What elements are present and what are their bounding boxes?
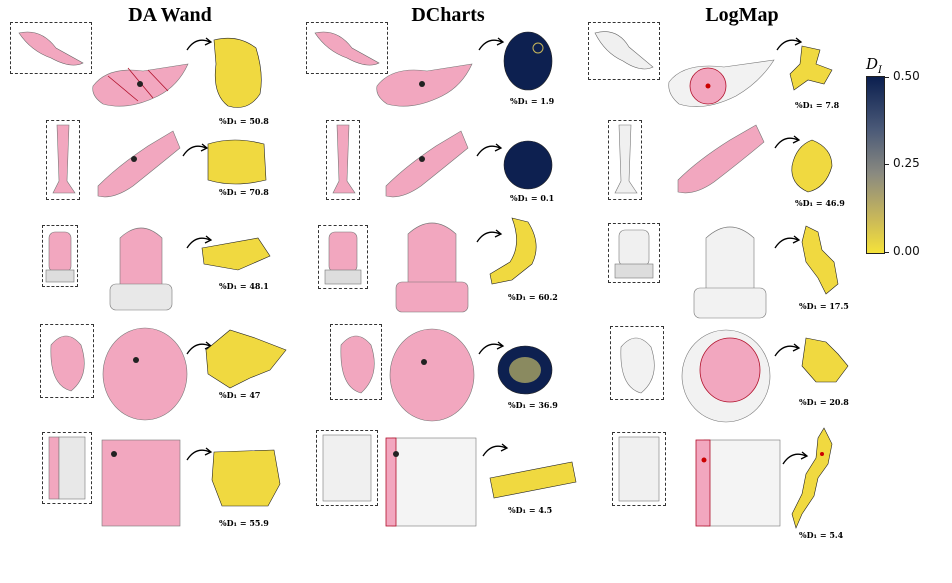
logmap-row4-label: %D₁ = 20.8 — [799, 397, 849, 407]
dcharts-row3-arrow — [476, 229, 503, 243]
logmap-row1-mesh — [668, 59, 775, 107]
logmap-row4-param — [801, 337, 849, 383]
dawand-row2-param — [207, 139, 267, 185]
dawand-row4-mesh — [102, 327, 188, 421]
dcharts-row1-arrow — [478, 37, 505, 51]
dcharts-row4-inset — [330, 324, 382, 400]
logmap-row5-inset — [612, 432, 666, 506]
dawand-row3-inset — [42, 225, 78, 287]
logmap-row1-arrow — [776, 37, 803, 51]
dawand-row1-arrow — [186, 37, 213, 51]
logmap-row2-label: %D₁ = 46.9 — [795, 198, 845, 208]
colorbar-tick-mid — [884, 164, 889, 165]
logmap-row3-arrow — [774, 235, 801, 249]
dcharts-row5-arrow — [482, 443, 509, 457]
dcharts-row5-inset — [316, 430, 378, 506]
colorbar-title: DI — [866, 55, 882, 76]
colorbar-label-bottom: 0.00 — [893, 244, 920, 258]
dawand-row4-param — [205, 329, 287, 389]
dcharts-row1-param — [503, 31, 553, 91]
dcharts-row1-mesh — [376, 63, 473, 107]
dcharts-row4-arrow — [478, 341, 505, 355]
dawand-row1-mesh — [92, 63, 189, 107]
dcharts-row3-mesh — [395, 222, 469, 313]
dawand-row2-label: %D₁ = 70.8 — [219, 187, 269, 197]
logmap-row5-mesh — [695, 439, 781, 527]
dawand-row1-label: %D₁ = 50.8 — [219, 116, 269, 126]
dawand-row2-arrow — [182, 143, 209, 157]
dcharts-row1-label: %D₁ = 1.9 — [510, 96, 555, 106]
colorbar-label-mid: 0.25 — [893, 156, 920, 170]
logmap-row3-param — [801, 225, 839, 295]
logmap-row1-inset — [588, 22, 660, 80]
logmap-row1-label: %D₁ = 7.8 — [795, 100, 840, 110]
dawand-row1-inset-shape — [18, 31, 84, 66]
dawand-row5-mesh — [101, 439, 181, 527]
dcharts-row5-label: %D₁ = 4.5 — [508, 505, 553, 515]
dawand-row5-label: %D₁ = 55.9 — [219, 518, 269, 528]
dawand-row1-inset — [10, 22, 92, 74]
dawand-row5-param — [211, 449, 281, 507]
logmap-row2-param — [791, 139, 833, 193]
colorbar — [866, 76, 885, 254]
dawand-row3-mesh — [109, 227, 173, 311]
dcharts-row3-label: %D₁ = 60.2 — [508, 292, 558, 302]
colorbar-label-top: 0.50 — [893, 69, 920, 83]
colorbar-tick-bottom — [884, 252, 889, 253]
dcharts-row3-param — [489, 217, 537, 285]
dcharts-row3-inset — [318, 225, 368, 289]
logmap-row2-inset — [608, 120, 642, 200]
logmap-row5-param — [791, 427, 833, 529]
dawand-row3-arrow — [186, 235, 213, 249]
logmap-row4-mesh — [681, 329, 771, 423]
logmap-row3-label: %D₁ = 17.5 — [799, 301, 849, 311]
dawand-row5-arrow — [186, 447, 213, 461]
dcharts-row4-label: %D₁ = 36.9 — [508, 400, 558, 410]
logmap-row1-param — [789, 45, 833, 91]
dawand-row4-inset — [40, 324, 94, 398]
dcharts-row2-label: %D₁ = 0.1 — [510, 193, 555, 203]
logmap-row3-mesh — [693, 226, 767, 319]
dawand-row3-param — [201, 237, 271, 271]
dcharts-row4-param — [497, 345, 553, 395]
logmap-row3-inset — [608, 223, 660, 283]
dawand-row2-mesh — [97, 130, 181, 198]
logmap-row5-label: %D₁ = 5.4 — [799, 530, 844, 540]
dcharts-row5-mesh — [385, 437, 477, 527]
logmap-row4-arrow — [774, 343, 801, 357]
column-title-logmap: LogMap — [705, 4, 779, 26]
dawand-row2-inset — [46, 120, 80, 200]
dawand-row5-inset — [42, 432, 92, 504]
logmap-row5-arrow — [782, 451, 809, 465]
dcharts-row1-inset — [306, 22, 388, 74]
dcharts-row2-param — [503, 140, 553, 190]
dcharts-row2-inset — [326, 120, 360, 200]
logmap-row2-arrow — [774, 135, 801, 149]
logmap-row4-inset — [610, 326, 664, 400]
dcharts-row2-arrow — [476, 143, 503, 157]
logmap-row2-mesh — [677, 124, 765, 194]
dcharts-row4-mesh — [389, 328, 475, 422]
dcharts-row5-param — [489, 461, 577, 499]
dawand-row4-label: %D₁ = 47 — [219, 390, 261, 400]
colorbar-tick-top — [884, 77, 889, 78]
column-title-dawand: DA Wand — [128, 4, 212, 26]
column-title-dcharts: DCharts — [411, 4, 485, 26]
dcharts-row2-mesh — [385, 130, 469, 198]
dawand-row3-label: %D₁ = 48.1 — [219, 281, 269, 291]
dawand-row1-param — [213, 37, 262, 108]
